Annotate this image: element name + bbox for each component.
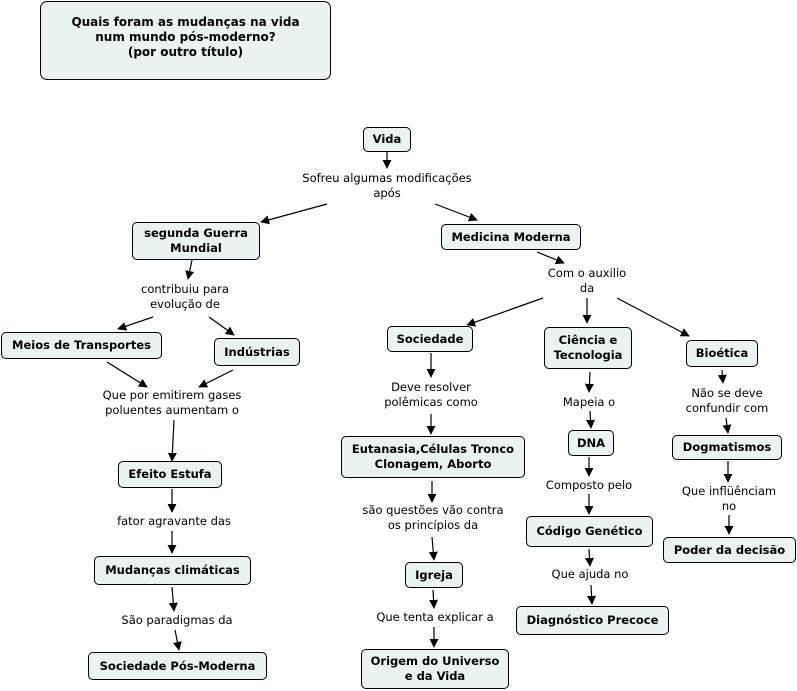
link-line [584, 371, 594, 393]
concept-origem-do-universo[interactable]: Origem do Universo e da Vida [361, 649, 509, 689]
concept-dna[interactable]: DNA [568, 430, 614, 456]
link-line [722, 417, 732, 434]
concept-efeito-estufa[interactable]: Efeito Estufa [118, 461, 222, 488]
link-label-contribuiu: contribuiu para evolução de [128, 282, 242, 312]
link-line [466, 297, 544, 327]
link-line [168, 586, 178, 612]
link-label-mapeia: Mapeia o [556, 395, 622, 410]
link-line [117, 316, 154, 331]
concept-codigo-genetico[interactable]: Código Genético [526, 516, 653, 547]
concept-label: Efeito Estufa [128, 467, 212, 481]
link-line [429, 589, 439, 609]
concept-label: Poder da decisão [673, 542, 786, 557]
concept-bioetica[interactable]: Bioética [686, 340, 758, 367]
link-label-composto: Composto pelo [538, 478, 640, 493]
concept-label: Ciência e Tecnologia [553, 333, 623, 362]
concept-sociedade[interactable]: Sociedade [387, 326, 473, 352]
concept-label: Mudanças climáticas [105, 563, 240, 577]
concept-igreja[interactable]: Igreja [405, 562, 463, 588]
concept-vida[interactable]: Vida [363, 127, 411, 152]
concept-label: Bioética [695, 346, 749, 360]
link-label-sofreu: Sofreu algumas modificações após [290, 171, 484, 201]
link-line [536, 251, 565, 265]
link-label-emitirem: Que por emitirem gases poluentes aumenta… [86, 388, 258, 418]
link-label-ajuda: Que ajuda no [545, 567, 635, 582]
link-label-paradigmas: São paradigmas da [110, 613, 244, 628]
link-line [172, 629, 182, 651]
concept-poder-da-decisao[interactable]: Poder da decisão [663, 537, 796, 563]
link-label-explicar: Que tenta explicar a [365, 610, 505, 625]
concept-meios-de-transportes[interactable]: Meios de Transportes [1, 332, 162, 359]
concept-label: Medicina Moderna [451, 229, 571, 244]
concept-industrias[interactable]: Indústrias [214, 338, 300, 366]
title-text: Quais foram as mudanças na vida num mund… [71, 15, 300, 59]
link-label-resolver: Deve resolver polêmicas como [376, 380, 486, 410]
link-line [616, 297, 690, 337]
link-label-fator: fator agravante das [104, 514, 244, 529]
link-line [167, 419, 177, 462]
link-label-confundir: Não se deve confundir com [677, 386, 777, 416]
concept-eutanasia-celulas-tronco[interactable]: Eutanasia,Células Tronco Clonagem, Abort… [341, 436, 525, 478]
link-line [428, 536, 438, 561]
concept-diagnostico-precoce[interactable]: Diagnóstico Precoce [516, 606, 669, 635]
concept-sociedade-pos-moderna[interactable]: Sociedade Pós-Moderna [88, 652, 267, 680]
link-label-influenciam: Que inflüênciam no [673, 484, 785, 514]
concept-ciencia-e-tecnologia[interactable]: Ciência e Tecnologia [544, 327, 632, 369]
concept-mudancas-climaticas[interactable]: Mudanças climáticas [94, 556, 251, 585]
concept-label: Código Genético [536, 524, 643, 538]
link-line [106, 361, 148, 388]
concept-segunda-guerra-mundial[interactable]: segunda Guerra Mundial [132, 222, 260, 260]
concept-label: DNA [576, 435, 606, 450]
concept-label: Dogmatismos [682, 440, 772, 454]
concept-label: Sociedade Pós-Moderna [99, 658, 256, 673]
link-line [198, 369, 234, 388]
concept-label: Sociedade [396, 331, 464, 346]
concept-label: Eutanasia,Células Tronco Clonagem, Abort… [351, 442, 515, 471]
concept-label: Origem do Universo e da Vida [370, 654, 500, 683]
link-line [434, 203, 478, 222]
link-line [717, 369, 727, 384]
link-label-questoes: são questões vão contra os princípios da [350, 503, 516, 533]
concept-medicina-moderna[interactable]: Medicina Moderna [441, 224, 581, 250]
concept-dogmatismos[interactable]: Dogmatismos [672, 435, 782, 460]
concept-label: Indústrias [224, 344, 290, 359]
link-line [585, 548, 595, 567]
link-line [260, 203, 328, 225]
concept-label: Vida [372, 132, 402, 146]
title-box: Quais foram as mudanças na vida num mund… [40, 1, 331, 80]
link-line [586, 410, 596, 429]
concept-label: Igreja [415, 567, 453, 582]
link-line [208, 316, 235, 336]
concept-label: Meios de Transportes [12, 338, 151, 352]
link-label-auxilio: Com o auxilio da [535, 266, 639, 296]
concept-label: segunda Guerra Mundial [144, 226, 248, 255]
concept-label: Diagnóstico Precoce [526, 613, 659, 627]
link-line [185, 259, 195, 280]
link-line [587, 584, 597, 605]
